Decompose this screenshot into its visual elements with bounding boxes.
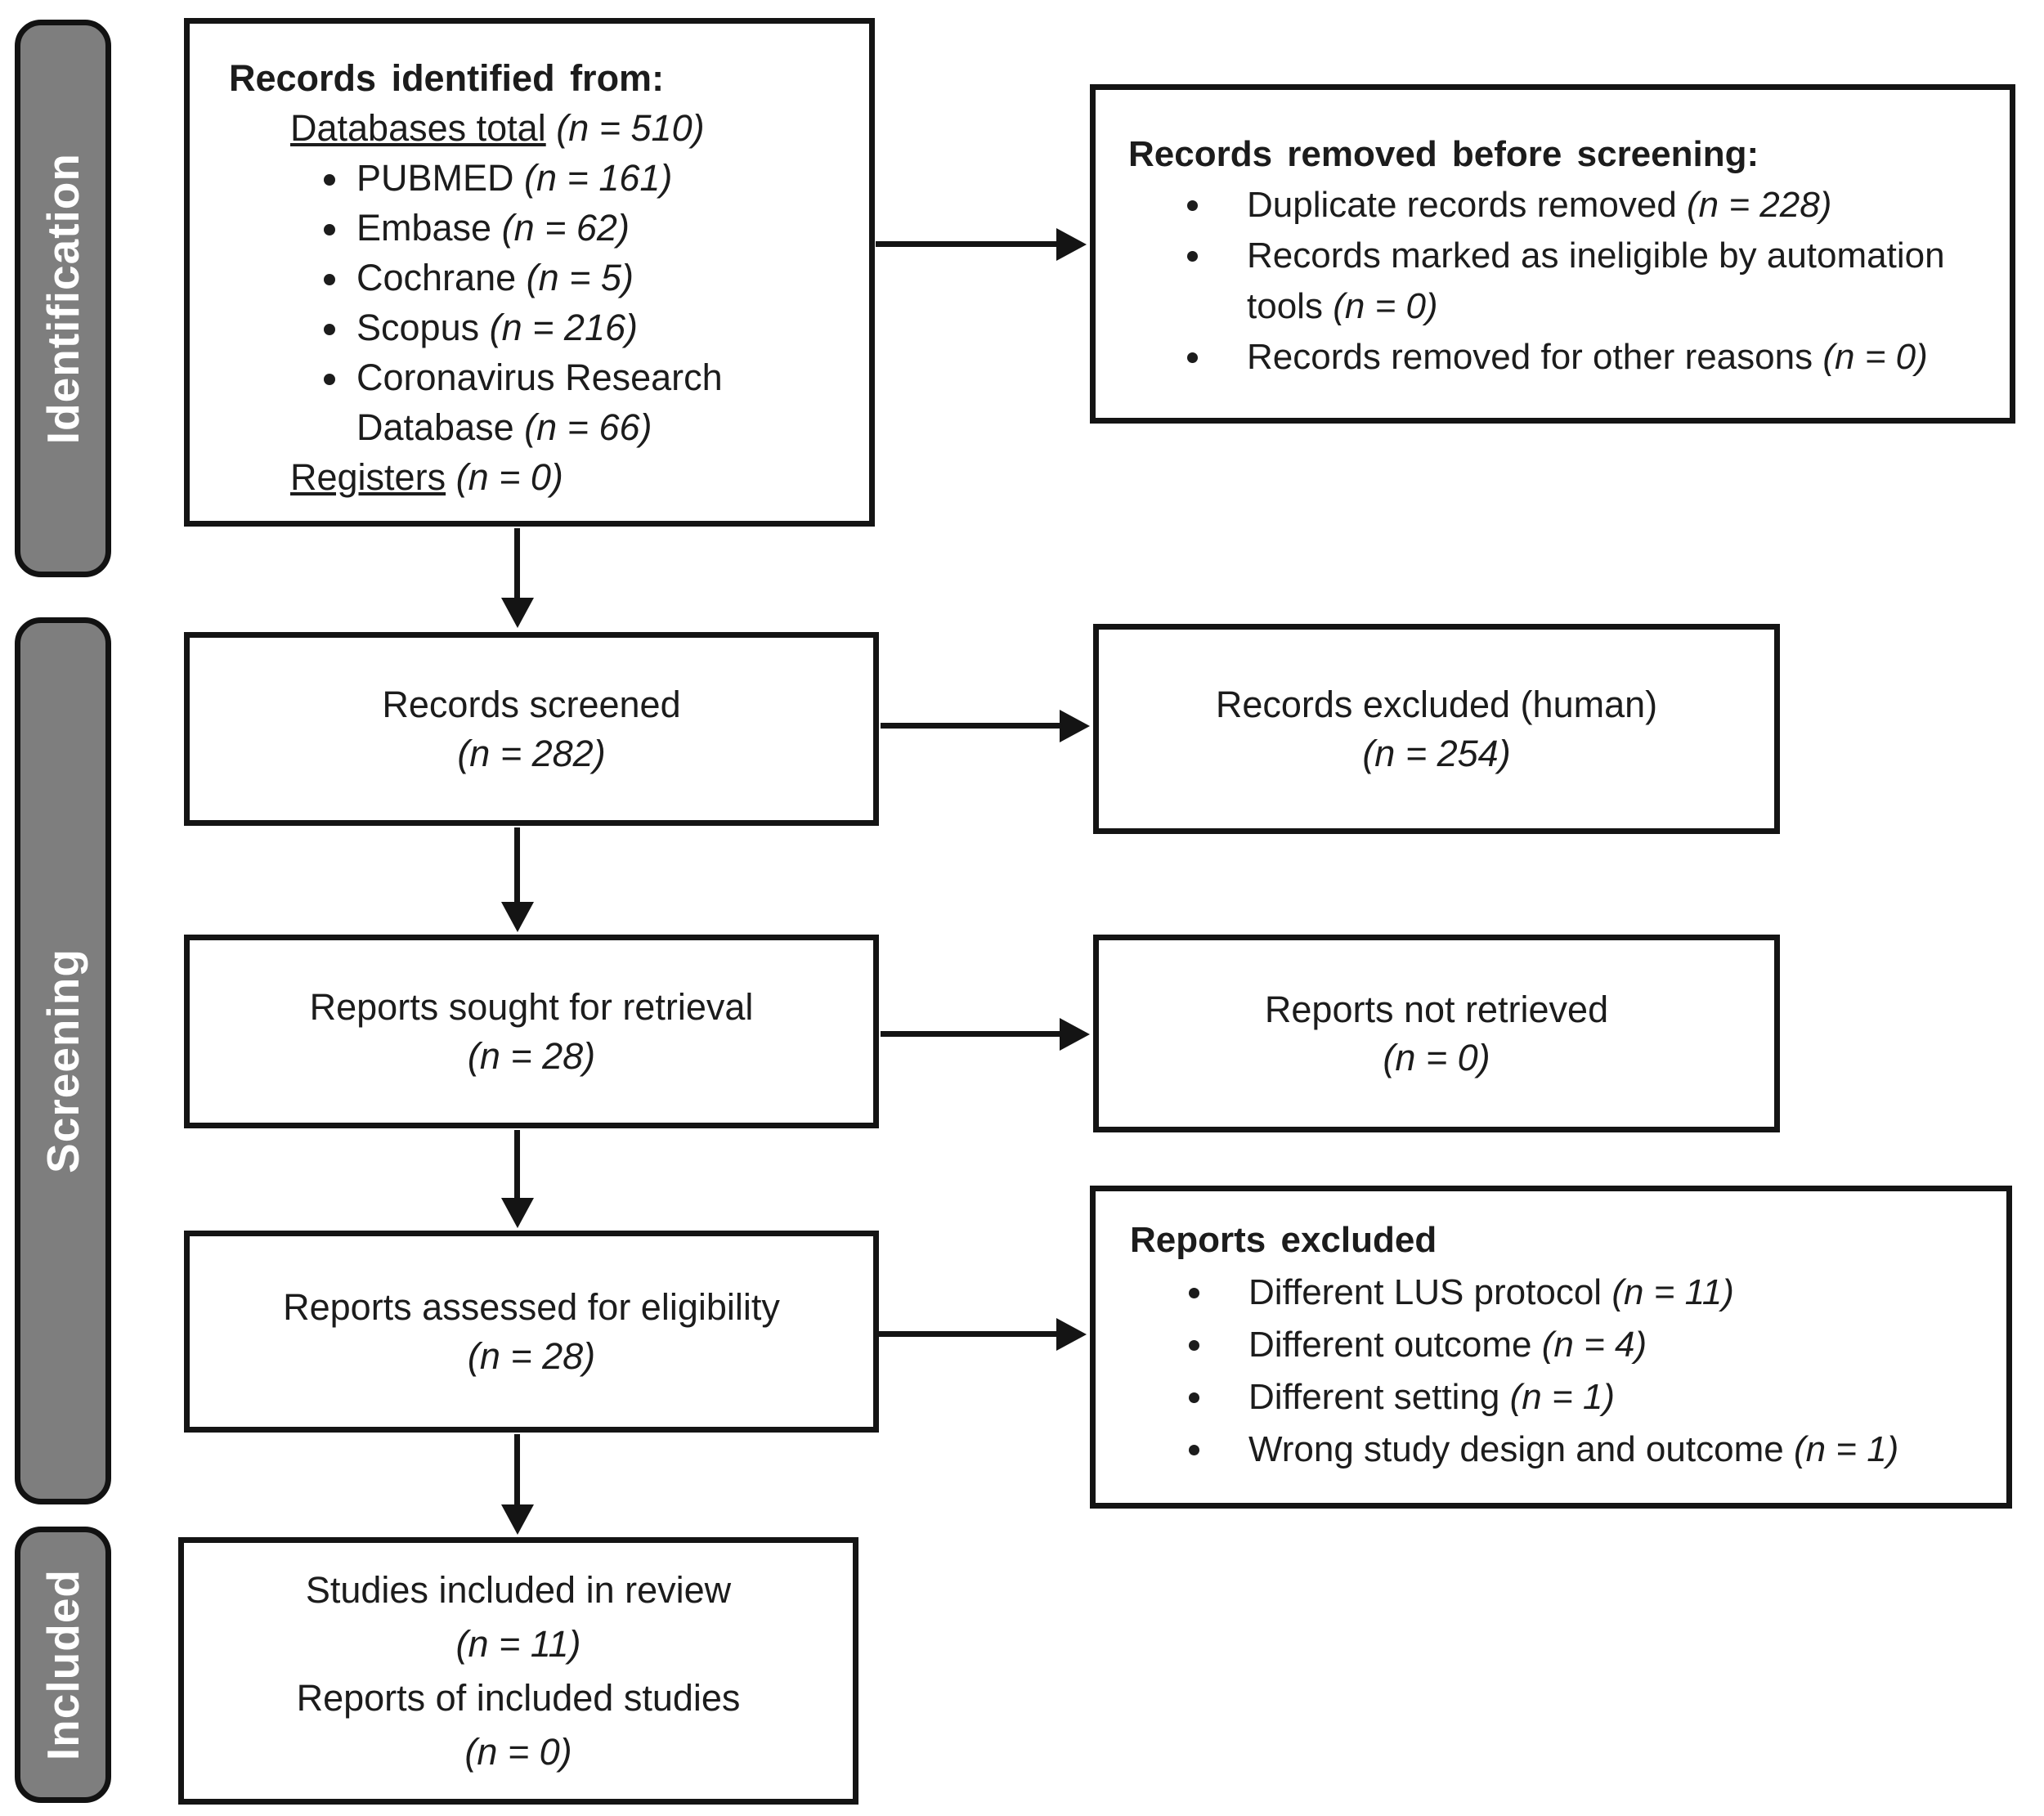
reports-not-retrieved-label: Reports not retrieved	[1264, 988, 1609, 1030]
list-item: Different setting (n = 1)	[1216, 1371, 1986, 1424]
databases-total-line: Databases total (n = 510)	[290, 107, 705, 149]
box-records-screened: Records screened (n = 282)	[184, 632, 879, 826]
studies-included-n2: (n = 0)	[464, 1730, 572, 1773]
arrow-identified-to-removed-icon	[876, 241, 1057, 247]
arrow-assessed-to-excluded-icon	[878, 1331, 1057, 1337]
list-item: Embase (n = 62)	[352, 203, 849, 253]
records-excluded-n: (n = 254)	[1362, 732, 1511, 774]
records-screened-label: Records screened	[382, 684, 681, 726]
studies-included-line1: Studies included in review	[305, 1568, 732, 1611]
arrow-identified-to-screened-icon	[514, 528, 520, 599]
reports-assessed-n: (n = 28)	[467, 1334, 596, 1377]
box-records-excluded-human: Records excluded (human) (n = 254)	[1093, 624, 1780, 834]
reports-excluded-title: Reports excluded	[1130, 1220, 1437, 1260]
arrow-screened-to-excluded-icon	[881, 723, 1060, 729]
list-item: Different LUS protocol (n = 11)	[1216, 1267, 1986, 1319]
reports-sought-n: (n = 28)	[467, 1034, 596, 1077]
box-reports-excluded: Reports excluded Different LUS protocol …	[1090, 1186, 2012, 1509]
records-excluded-label: Records excluded (human)	[1215, 684, 1658, 726]
list-item: Scopus (n = 216)	[352, 303, 849, 352]
records-removed-title: Records removed before screening:	[1128, 134, 1759, 174]
list-item: Coronavirus Research Database (n = 66)	[352, 352, 849, 452]
list-item: Records removed for other reasons (n = 0…	[1214, 332, 1985, 383]
box-reports-assessed: Reports assessed for eligibility (n = 28…	[184, 1231, 879, 1433]
records-removed-list: Duplicate records removed (n = 228) Reco…	[1128, 180, 1985, 383]
stage-bar-included: Included	[15, 1527, 111, 1803]
database-source-list: PUBMED (n = 161) Embase (n = 62) Cochran…	[229, 153, 849, 452]
reports-assessed-label: Reports assessed for eligibility	[283, 1286, 780, 1329]
reports-sought-label: Reports sought for retrieval	[309, 986, 754, 1029]
box-reports-sought: Reports sought for retrieval (n = 28)	[184, 935, 879, 1128]
box-reports-not-retrieved: Reports not retrieved (n = 0)	[1093, 935, 1780, 1132]
list-item: Duplicate records removed (n = 228)	[1214, 180, 1985, 231]
arrow-screened-to-sought-icon	[514, 827, 520, 903]
stage-label-included: Included	[37, 1568, 88, 1761]
studies-included-line2: Reports of included studies	[296, 1676, 741, 1719]
reports-not-retrieved-n: (n = 0)	[1383, 1037, 1490, 1078]
box-records-identified: Records identified from: Databases total…	[184, 18, 875, 527]
stage-bar-screening: Screening	[15, 617, 111, 1504]
list-item: PUBMED (n = 161)	[352, 153, 849, 203]
list-item: Different outcome (n = 4)	[1216, 1319, 1986, 1371]
reports-excluded-list: Different LUS protocol (n = 11) Differen…	[1130, 1267, 1986, 1476]
arrow-sought-to-not-retrieved-icon	[881, 1031, 1060, 1037]
box-records-removed: Records removed before screening: Duplic…	[1090, 84, 2015, 424]
registers-line: Registers (n = 0)	[290, 456, 563, 498]
list-item: Cochrane (n = 5)	[352, 253, 849, 303]
list-item: Wrong study design and outcome (n = 1)	[1216, 1424, 1986, 1476]
stage-label-identification: Identification	[37, 152, 88, 445]
list-item: Records marked as ineligible by automati…	[1214, 231, 1985, 332]
records-identified-title: Records identified from:	[229, 57, 665, 99]
box-studies-included: Studies included in review (n = 11) Repo…	[178, 1537, 858, 1805]
arrow-assessed-to-included-icon	[514, 1434, 520, 1505]
stage-label-screening: Screening	[37, 948, 88, 1173]
studies-included-n1: (n = 11)	[455, 1622, 581, 1665]
stage-bar-identification: Identification	[15, 20, 111, 577]
records-screened-n: (n = 282)	[457, 732, 606, 774]
arrow-sought-to-assessed-icon	[514, 1130, 520, 1199]
